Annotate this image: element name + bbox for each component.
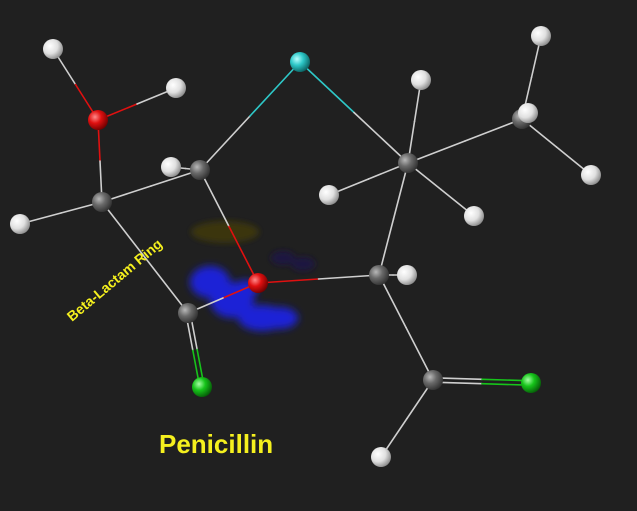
carbon-atom[interactable]: [423, 370, 443, 390]
hydrogen-atom[interactable]: [464, 206, 484, 226]
carbon-atom[interactable]: [190, 160, 210, 180]
hydrogen-atom[interactable]: [319, 185, 339, 205]
dark-surface-patch: [271, 251, 315, 271]
single-bond: [249, 61, 301, 117]
single-bond: [144, 256, 189, 314]
hydrogen-atom[interactable]: [518, 103, 538, 123]
chlorine-atom[interactable]: [521, 373, 541, 393]
beta-lactam-ring-label: Beta-Lactam Ring: [64, 236, 165, 325]
hydrogen-atom[interactable]: [411, 70, 431, 90]
chlorine-atom[interactable]: [192, 377, 212, 397]
carbon-atom[interactable]: [369, 265, 389, 285]
bonds: [19, 35, 592, 458]
carbon-atom[interactable]: [92, 192, 112, 212]
oxygen-atom[interactable]: [248, 273, 268, 293]
single-bond: [228, 225, 259, 284]
hydrogen-atom[interactable]: [161, 157, 181, 177]
single-bond: [257, 278, 320, 284]
single-bond: [464, 118, 523, 142]
hydrogen-atom[interactable]: [581, 165, 601, 185]
hydrogen-atom[interactable]: [397, 265, 417, 285]
single-bond: [353, 111, 409, 164]
hydrogen-atom[interactable]: [10, 214, 30, 234]
carbon-atom[interactable]: [178, 303, 198, 323]
single-bond: [299, 61, 355, 114]
carbon-atom[interactable]: [398, 153, 418, 173]
hydrogen-atom[interactable]: [166, 78, 186, 98]
single-bond: [199, 169, 230, 228]
hydrogen-atom[interactable]: [371, 447, 391, 467]
hydrogen-atom[interactable]: [43, 39, 63, 59]
single-bond: [199, 115, 251, 171]
single-bond: [317, 274, 380, 280]
molecule-title: Penicillin: [159, 429, 273, 459]
single-bond: [101, 201, 146, 259]
sulfur-atom[interactable]: [290, 52, 310, 72]
atoms: [10, 26, 601, 467]
single-bond: [407, 140, 466, 164]
hydrogen-atom[interactable]: [531, 26, 551, 46]
yellow-surface-patch: [191, 221, 259, 243]
oxygen-atom[interactable]: [88, 110, 108, 130]
blue-surface-patch: [190, 266, 298, 331]
